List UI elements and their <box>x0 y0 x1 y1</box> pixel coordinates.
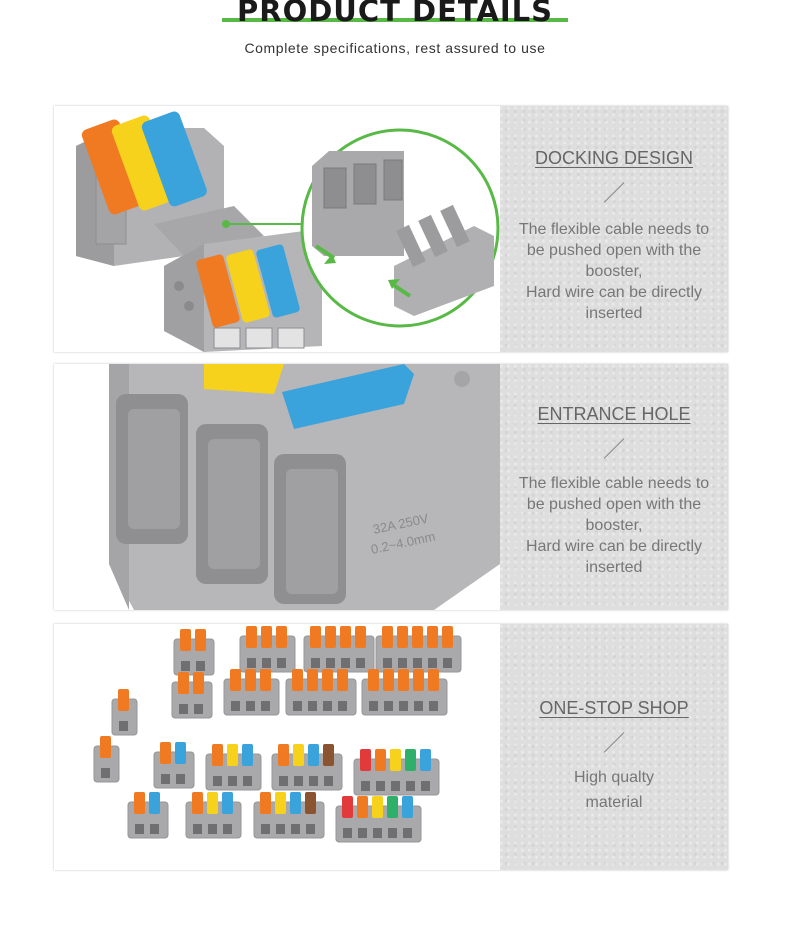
connector-block <box>335 796 422 843</box>
connector-block <box>361 669 448 716</box>
connector-block <box>253 792 325 839</box>
section-one-stop-shop: ONE-STOP SHOP High qualty material <box>54 624 728 870</box>
connector-block <box>173 629 215 676</box>
entrance-hole-text-panel: ENTRANCE HOLE The flexible cable needs t… <box>500 364 728 610</box>
docking-connector-photo <box>54 106 501 352</box>
connector-block <box>185 792 242 839</box>
page-header: PRODUCT DETAILS Complete specifications,… <box>0 0 790 70</box>
section-description: The flexible cable needs to be pushed op… <box>518 221 710 322</box>
connector-block <box>127 792 169 839</box>
connector-block <box>171 672 213 719</box>
page-title: PRODUCT DETAILS <box>236 0 554 28</box>
section-description: The flexible cable needs to be pushed op… <box>518 475 710 576</box>
connector-block <box>239 626 296 673</box>
divider-slash <box>603 438 625 459</box>
connector-block <box>93 736 120 783</box>
connector-block <box>223 669 280 716</box>
connector-block <box>375 626 462 673</box>
entrance-hole-closeup-photo: 32A 250V 0.2~4.0mm <box>54 364 501 610</box>
divider-slash <box>603 732 625 753</box>
docking-design-text-panel: DOCKING DESIGN The flexible cable needs … <box>500 106 728 352</box>
section-entrance-hole: 32A 250V 0.2~4.0mm ENTRANCE HOLE The fle… <box>54 364 728 610</box>
section-heading: ONE-STOP SHOP <box>539 698 689 718</box>
title-accent-bar <box>222 18 568 22</box>
connector-block <box>353 749 440 796</box>
connector-block <box>303 626 375 673</box>
page-subtitle: Complete specifications, rest assured to… <box>244 40 546 56</box>
one-stop-shop-text-panel: ONE-STOP SHOP High qualty material <box>500 624 728 870</box>
divider-slash <box>603 182 625 203</box>
connector-assortment-photo <box>54 624 501 870</box>
section-heading: DOCKING DESIGN <box>534 148 694 168</box>
connector-block <box>285 669 357 716</box>
section-docking-design: DOCKING DESIGN The flexible cable needs … <box>54 106 728 352</box>
connector-block <box>271 744 343 791</box>
section-heading: ENTRANCE HOLE <box>537 404 691 424</box>
connector-block <box>205 744 262 791</box>
section-description: High qualty material <box>573 769 655 811</box>
connector-block <box>111 689 138 736</box>
connector-block <box>153 742 195 789</box>
